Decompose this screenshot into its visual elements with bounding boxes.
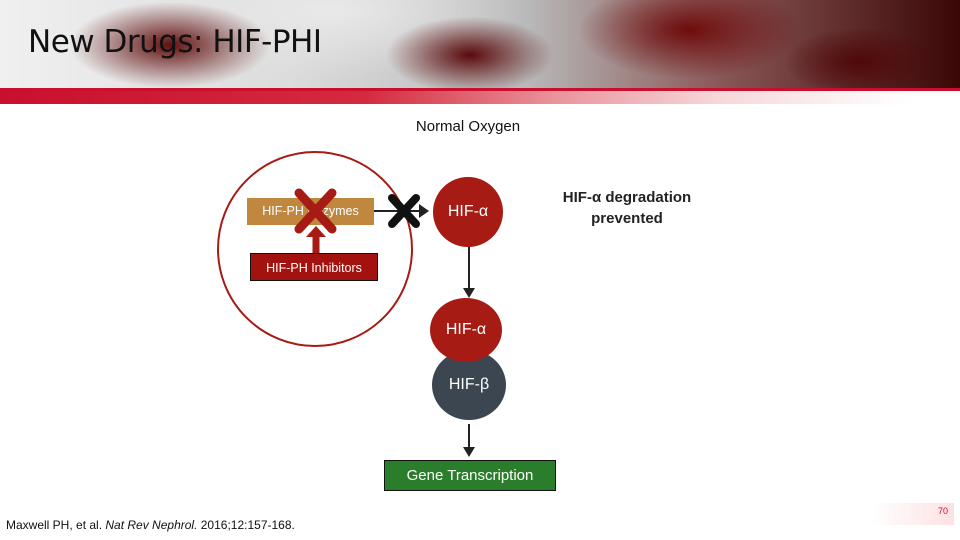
enzyme-highlight-ring — [217, 151, 413, 347]
header-accent-bar — [0, 88, 960, 104]
page-number-badge: 70 — [870, 503, 954, 525]
header-accent-line — [0, 88, 960, 91]
degradation-block-x-icon — [388, 194, 420, 228]
degradation-prevented-label: HIF-α degradation prevented — [562, 189, 692, 227]
hif-ph-inhibitors-box: HIF-PH Inhibitors — [250, 253, 378, 281]
citation-authors: Maxwell PH, et al. — [6, 518, 106, 532]
hif-alpha-down-arrowhead — [463, 288, 475, 298]
citation: Maxwell PH, et al. Nat Rev Nephrol. 2016… — [6, 518, 295, 532]
normal-oxygen-label: Normal Oxygen — [415, 118, 521, 135]
slide-title: New Drugs: HIF-PHI — [28, 24, 322, 60]
enzyme-to-hif-arrowhead — [419, 204, 429, 218]
inhibitor-to-enzyme-arrowhead — [306, 226, 326, 237]
page-number: 70 — [937, 506, 948, 516]
hif-alpha-node-bottom: HIF-α — [430, 298, 502, 362]
hif-alpha-node-top: HIF-α — [433, 177, 503, 247]
dimer-to-gene-arrowhead — [463, 447, 475, 457]
gene-transcription-box: Gene Transcription — [384, 460, 556, 491]
citation-journal: Nat Rev Nephrol. — [105, 518, 198, 532]
citation-details: 2016;12:157-168. — [197, 518, 295, 532]
slide-header: New Drugs: HIF-PHI — [0, 0, 960, 88]
enzyme-block-x-icon — [294, 188, 337, 234]
